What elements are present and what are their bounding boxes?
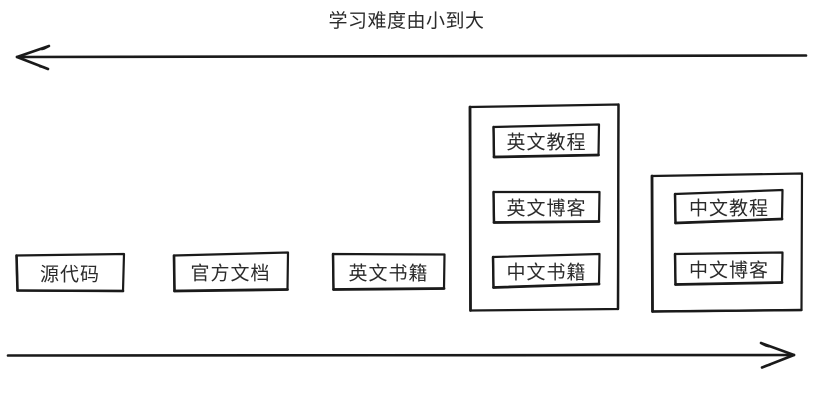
item-box-chinese-books[interactable]: 中文书籍 xyxy=(490,252,603,290)
item-box-label: 中文书籍 xyxy=(506,261,587,284)
item-box-source-code[interactable]: 源代码 xyxy=(14,252,126,293)
item-box-label: 英文教程 xyxy=(506,131,587,154)
item-box-label: 英文博客 xyxy=(506,197,587,220)
group-chinese-stack-container: 中文教程 中文博客 xyxy=(648,171,806,314)
item-box-label: 英文书籍 xyxy=(348,262,429,284)
item-box-label: 源代码 xyxy=(39,263,100,285)
item-box-english-tutorial[interactable]: 英文教程 xyxy=(491,123,602,159)
item-box-label: 中文博客 xyxy=(688,259,769,282)
item-box-label: 官方文档 xyxy=(190,262,271,285)
item-box-official-docs[interactable]: 官方文档 xyxy=(171,251,290,293)
item-box-english-books[interactable]: 英文书籍 xyxy=(330,251,447,292)
top-axis-arrow xyxy=(15,44,808,71)
top-axis-label: 学习难度由小到大 xyxy=(328,10,485,32)
group-english-stack-container: 英文教程 英文博客 中文书籍 xyxy=(466,102,622,313)
item-box-english-blog[interactable]: 英文博客 xyxy=(491,189,602,225)
item-box-chinese-tutorial[interactable]: 中文教程 xyxy=(672,188,786,226)
item-box-chinese-blog[interactable]: 中文博客 xyxy=(672,250,786,288)
item-box-label: 中文教程 xyxy=(688,197,769,220)
bottom-axis-arrow xyxy=(6,341,796,369)
